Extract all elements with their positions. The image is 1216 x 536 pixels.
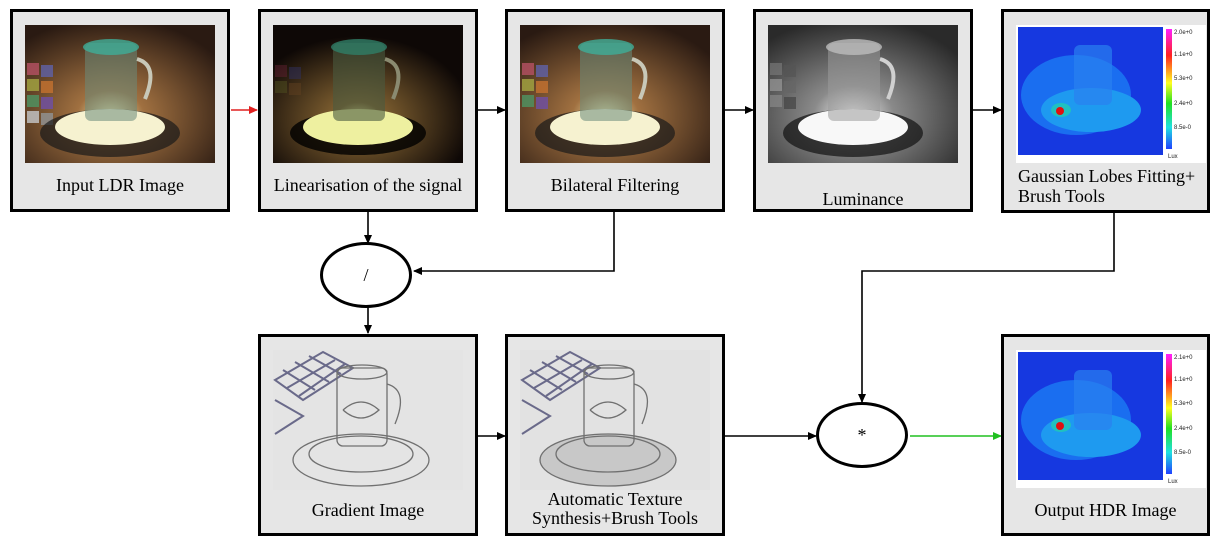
bilateral-thumbnail — [520, 25, 710, 163]
node-output-hdr: 2.1e+0 1.1e+0 5.3e+0 2.4e+0 8.5e-0 Lux O… — [1001, 334, 1210, 536]
multiply-symbol: * — [857, 424, 867, 445]
legend-tick-5: 8.5e-0 — [1174, 450, 1192, 456]
arrow-gaussian-to-multiply — [858, 213, 1115, 403]
gradient-thumbnail — [273, 350, 463, 490]
node-bilateral-filtering: Bilateral Filtering — [505, 9, 725, 212]
gaussian-label-line2: Brush Tools — [1018, 186, 1105, 206]
linearisation-thumbnail — [273, 25, 463, 163]
node-linearisation: Linearisation of the signal — [258, 9, 478, 212]
legend-unit: Lux — [1168, 154, 1178, 160]
multiply-operator: * — [816, 402, 908, 468]
output-heatmap-thumbnail: 2.1e+0 1.1e+0 5.3e+0 2.4e+0 8.5e-0 Lux — [1016, 350, 1206, 488]
divide-operator: / — [320, 242, 412, 308]
node-input-ldr: Input LDR Image — [10, 9, 230, 212]
output-hdr-label: Output HDR Image — [1034, 500, 1177, 520]
legend-tick-2: 1.1e+0 — [1174, 377, 1193, 383]
bilateral-label: Bilateral Filtering — [550, 175, 680, 195]
legend-tick-5: 8.5e-0 — [1174, 125, 1192, 131]
texture-label-line2: Synthesis+Brush Tools — [531, 508, 699, 528]
legend-tick-3: 5.3e+0 — [1174, 76, 1193, 82]
legend-tick-1: 2.1e+0 — [1174, 355, 1193, 361]
legend-tick-1: 2.0e+0 — [1174, 30, 1193, 36]
node-luminance: Luminance — [753, 9, 973, 212]
input-ldr-label: Input LDR Image — [56, 175, 184, 195]
node-gradient-image: Gradient Image — [258, 334, 478, 536]
linearisation-label: Linearisation of the signal — [273, 175, 463, 195]
node-gaussian-lobes: 2.0e+0 1.1e+0 5.3e+0 2.4e+0 8.5e-0 Lux G… — [1001, 9, 1210, 213]
gaussian-label-line1: Gaussian Lobes Fitting+ — [1018, 166, 1196, 186]
legend-unit: Lux — [1168, 479, 1178, 485]
legend-tick-2: 1.1e+0 — [1174, 52, 1193, 58]
gradient-label: Gradient Image — [311, 500, 425, 520]
legend-tick-4: 2.4e+0 — [1174, 426, 1193, 432]
node-texture-synthesis: Automatic Texture Synthesis+Brush Tools — [505, 334, 725, 536]
luminance-label: Luminance — [822, 189, 904, 209]
input-ldr-thumbnail — [25, 25, 215, 163]
legend-tick-3: 5.3e+0 — [1174, 401, 1193, 407]
arrow-bilateral-to-divide — [413, 211, 615, 275]
texture-thumbnail — [520, 350, 710, 490]
legend-tick-4: 2.4e+0 — [1174, 101, 1193, 107]
luminance-thumbnail — [768, 25, 958, 163]
gaussian-heatmap-thumbnail: 2.0e+0 1.1e+0 5.3e+0 2.4e+0 8.5e-0 Lux — [1016, 25, 1206, 163]
texture-label-line1: Automatic Texture — [547, 489, 683, 509]
divide-symbol: / — [363, 264, 369, 285]
